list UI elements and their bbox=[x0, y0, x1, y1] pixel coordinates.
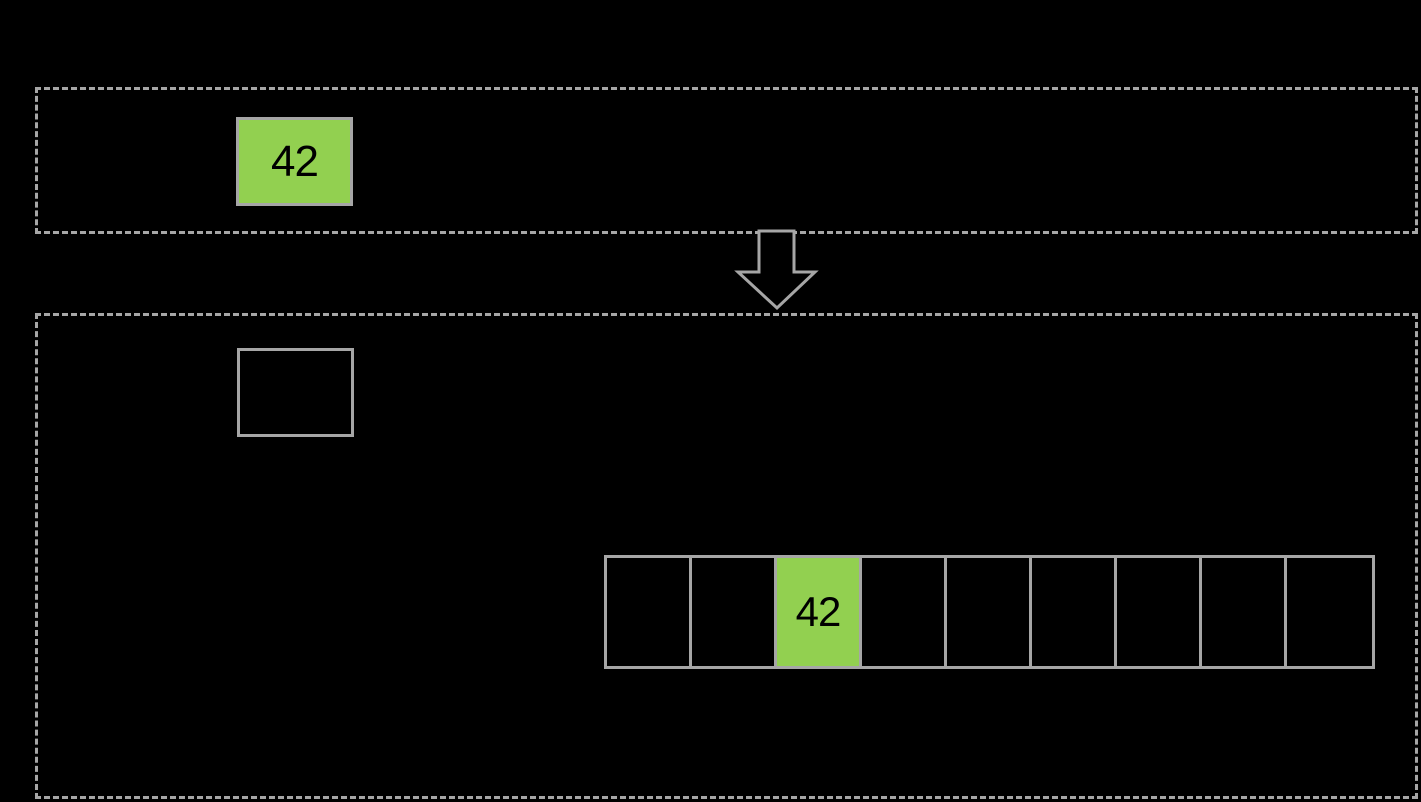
array-cell bbox=[692, 558, 777, 666]
array-cell bbox=[607, 558, 692, 666]
empty-value-box bbox=[237, 348, 354, 437]
array-cell bbox=[1117, 558, 1202, 666]
down-arrow-icon bbox=[734, 229, 819, 311]
value-box-42: 42 bbox=[236, 117, 353, 206]
array-cell bbox=[1032, 558, 1117, 666]
array-cell bbox=[1287, 558, 1372, 666]
array-cell-highlighted: 42 bbox=[777, 558, 862, 666]
bottom-dashed-region: 42 bbox=[35, 313, 1418, 799]
top-dashed-region: 42 bbox=[35, 87, 1418, 234]
array-cell bbox=[862, 558, 947, 666]
value-box-label: 42 bbox=[271, 136, 319, 186]
array: 42 bbox=[604, 555, 1375, 669]
array-cell bbox=[1202, 558, 1287, 666]
array-cell bbox=[947, 558, 1032, 666]
